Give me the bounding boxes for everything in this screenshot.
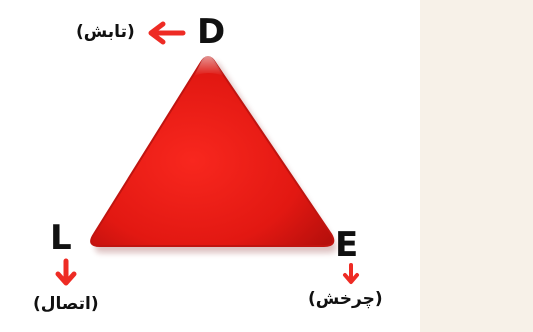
vertex-d-letter: D — [197, 12, 226, 52]
triangle-highlight — [194, 56, 224, 76]
red-triangle — [90, 56, 335, 247]
caption-tabesh: (تابش) — [76, 22, 135, 42]
caption-ettesal: (اتصال) — [33, 294, 99, 314]
arrow-down-icon — [55, 258, 77, 286]
arrow-down-icon — [343, 263, 359, 284]
caption-charkhesh: (چرخش) — [308, 289, 383, 309]
arrow-left-icon — [148, 21, 186, 45]
vertex-l-letter: L — [50, 218, 72, 258]
vertex-e-letter: E — [335, 225, 359, 265]
